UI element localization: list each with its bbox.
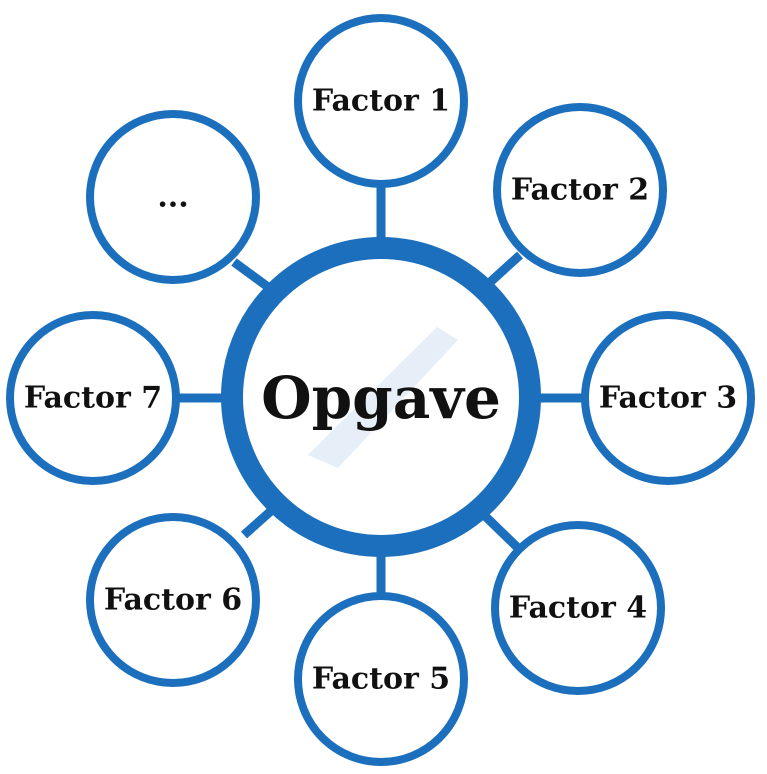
factor-node-2: Factor 2 <box>493 103 667 277</box>
factor-2-circle <box>493 103 667 277</box>
connector-factor-4 <box>479 510 522 552</box>
ellipsis-node: ... <box>86 110 260 284</box>
factor-node-1: Factor 1 <box>294 14 468 188</box>
factor-2-label: Factor 2 <box>511 173 649 208</box>
factor-5-circle <box>294 592 468 766</box>
factor-7-label: Factor 7 <box>24 381 162 416</box>
center-node: Opgave <box>221 237 541 557</box>
factor-4-circle <box>491 521 665 695</box>
factor-5-label: Factor 5 <box>312 662 450 697</box>
connector-factor-2 <box>483 251 524 289</box>
factor-node-7: Factor 7 <box>6 311 180 485</box>
factor-1-circle <box>294 14 468 188</box>
factor-node-4: Factor 4 <box>491 521 665 695</box>
factor-4-label: Factor 4 <box>509 591 647 626</box>
connector-ellipsis <box>231 258 271 291</box>
factor-1-label: Factor 1 <box>312 84 450 119</box>
factor-node-5: Factor 5 <box>294 592 468 766</box>
factor-3-label: Factor 3 <box>599 381 737 416</box>
ellipsis-label: ... <box>157 180 188 215</box>
connector-factor-6 <box>241 506 275 539</box>
lightning-watermark <box>308 327 458 468</box>
factor-6-circle <box>86 513 260 687</box>
center-label: Opgave <box>261 364 501 432</box>
connectors <box>178 183 585 600</box>
factor-node-6: Factor 6 <box>86 513 260 687</box>
factor-6-label: Factor 6 <box>104 583 242 618</box>
factor-7-circle <box>6 311 180 485</box>
ellipsis-circle <box>86 110 260 284</box>
factor-3-circle <box>581 311 755 485</box>
factor-node-3: Factor 3 <box>581 311 755 485</box>
